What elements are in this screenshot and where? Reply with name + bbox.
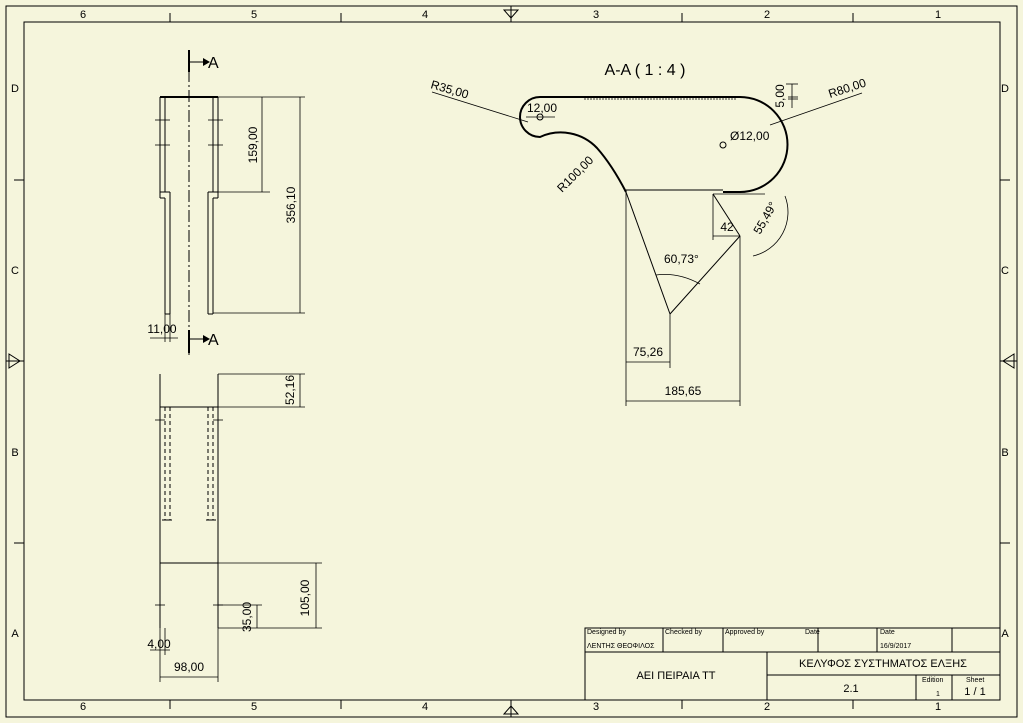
bottom-view: 52,16 105,00 35,00 4,00 98,00 (147, 373, 322, 682)
dim-42: 42 (720, 220, 734, 234)
section-title: A-A ( 1 : 4 ) (605, 62, 686, 79)
zone-ticks (14, 13, 1010, 709)
svg-text:3: 3 (593, 701, 599, 713)
svg-text:Edition: Edition (922, 677, 944, 684)
sheet-number: 1 / 1 (964, 686, 985, 698)
svg-text:2: 2 (764, 701, 770, 713)
drawing-number: 2.1 (843, 683, 858, 695)
dim-356: 356,10 (284, 186, 298, 223)
dim-r100: R100,00 (554, 153, 596, 195)
dim-11: 11,00 (147, 322, 176, 336)
dim-hole-12: 12,00 (527, 101, 557, 115)
designer-name: ΛΕΝΤΗΣ ΘΕΟΦΙΛΟΣ (587, 643, 655, 650)
dim-r80: R80,00 (827, 75, 868, 100)
svg-text:Designed by: Designed by (587, 629, 626, 636)
dim-4: 4,00 (147, 637, 171, 651)
svg-text:2: 2 (764, 9, 770, 21)
drawing-date: 16/9/2017 (880, 643, 911, 650)
dim-5: 5,00 (773, 84, 787, 108)
dim-52: 52,16 (283, 375, 297, 405)
section-marker-bottom: A (208, 332, 219, 349)
svg-text:1: 1 (935, 701, 941, 713)
inner-frame (23, 21, 1001, 701)
zone-column-labels-bottom: 6 5 4 3 2 1 (80, 701, 941, 713)
dim-r35: R35,00 (429, 77, 470, 101)
svg-text:C: C (1001, 265, 1009, 277)
svg-text:5: 5 (251, 701, 257, 713)
organization: ΑΕΙ ΠΕΙΡΑΙΑ ΤΤ (636, 670, 715, 682)
title-block: Designed by Checked by Approved by Date … (584, 627, 1001, 701)
dim-98: 98,00 (174, 660, 204, 674)
dim-hole-dia: Ø12,00 (730, 129, 770, 143)
svg-text:5: 5 (251, 9, 257, 21)
outer-frame (5, 5, 1018, 718)
section-marker-top: A (208, 55, 219, 72)
centering-arrows (6, 6, 1017, 717)
zone-row-labels-right: D C B A (1001, 83, 1009, 640)
svg-text:4: 4 (422, 701, 428, 713)
svg-text:D: D (11, 83, 19, 95)
dim-185: 185,65 (665, 384, 702, 398)
dim-angle-60: 60,73° (664, 252, 699, 266)
dim-159: 159,00 (246, 126, 260, 163)
svg-text:1: 1 (935, 9, 941, 21)
svg-text:B: B (11, 447, 18, 459)
drawing-title: ΚΕΛΥΦΟΣ ΣΥΣΤΗΜΑΤΟΣ ΕΛΞΗΣ (799, 658, 967, 670)
svg-text:4: 4 (422, 9, 428, 21)
svg-text:Date: Date (880, 629, 895, 636)
svg-text:D: D (1001, 83, 1009, 95)
zone-column-labels-top: 6 5 4 3 2 1 (80, 9, 941, 21)
svg-text:6: 6 (80, 9, 86, 21)
dim-75: 75,26 (633, 345, 663, 359)
svg-text:6: 6 (80, 701, 86, 713)
svg-text:Sheet: Sheet (966, 677, 984, 684)
svg-text:3: 3 (593, 9, 599, 21)
zone-row-labels-left: D C B A (11, 83, 19, 640)
edition: 1 (936, 691, 940, 698)
side-view: A A 159,00 356,10 11,00 (147, 50, 305, 355)
svg-text:Date: Date (805, 629, 820, 636)
svg-text:Approved by: Approved by (725, 629, 765, 636)
dim-angle-55: 55,49° (750, 199, 780, 236)
svg-text:Checked by: Checked by (665, 629, 702, 636)
dim-35: 35,00 (240, 602, 254, 632)
section-view: A-A ( 1 : 4 ) 12,00 Ø12,00 R35,00 R80,00… (429, 62, 868, 406)
svg-text:A: A (11, 628, 19, 640)
svg-text:A: A (1001, 628, 1009, 640)
dim-105: 105,00 (298, 579, 312, 616)
svg-text:B: B (1001, 447, 1008, 459)
svg-text:C: C (11, 265, 19, 277)
